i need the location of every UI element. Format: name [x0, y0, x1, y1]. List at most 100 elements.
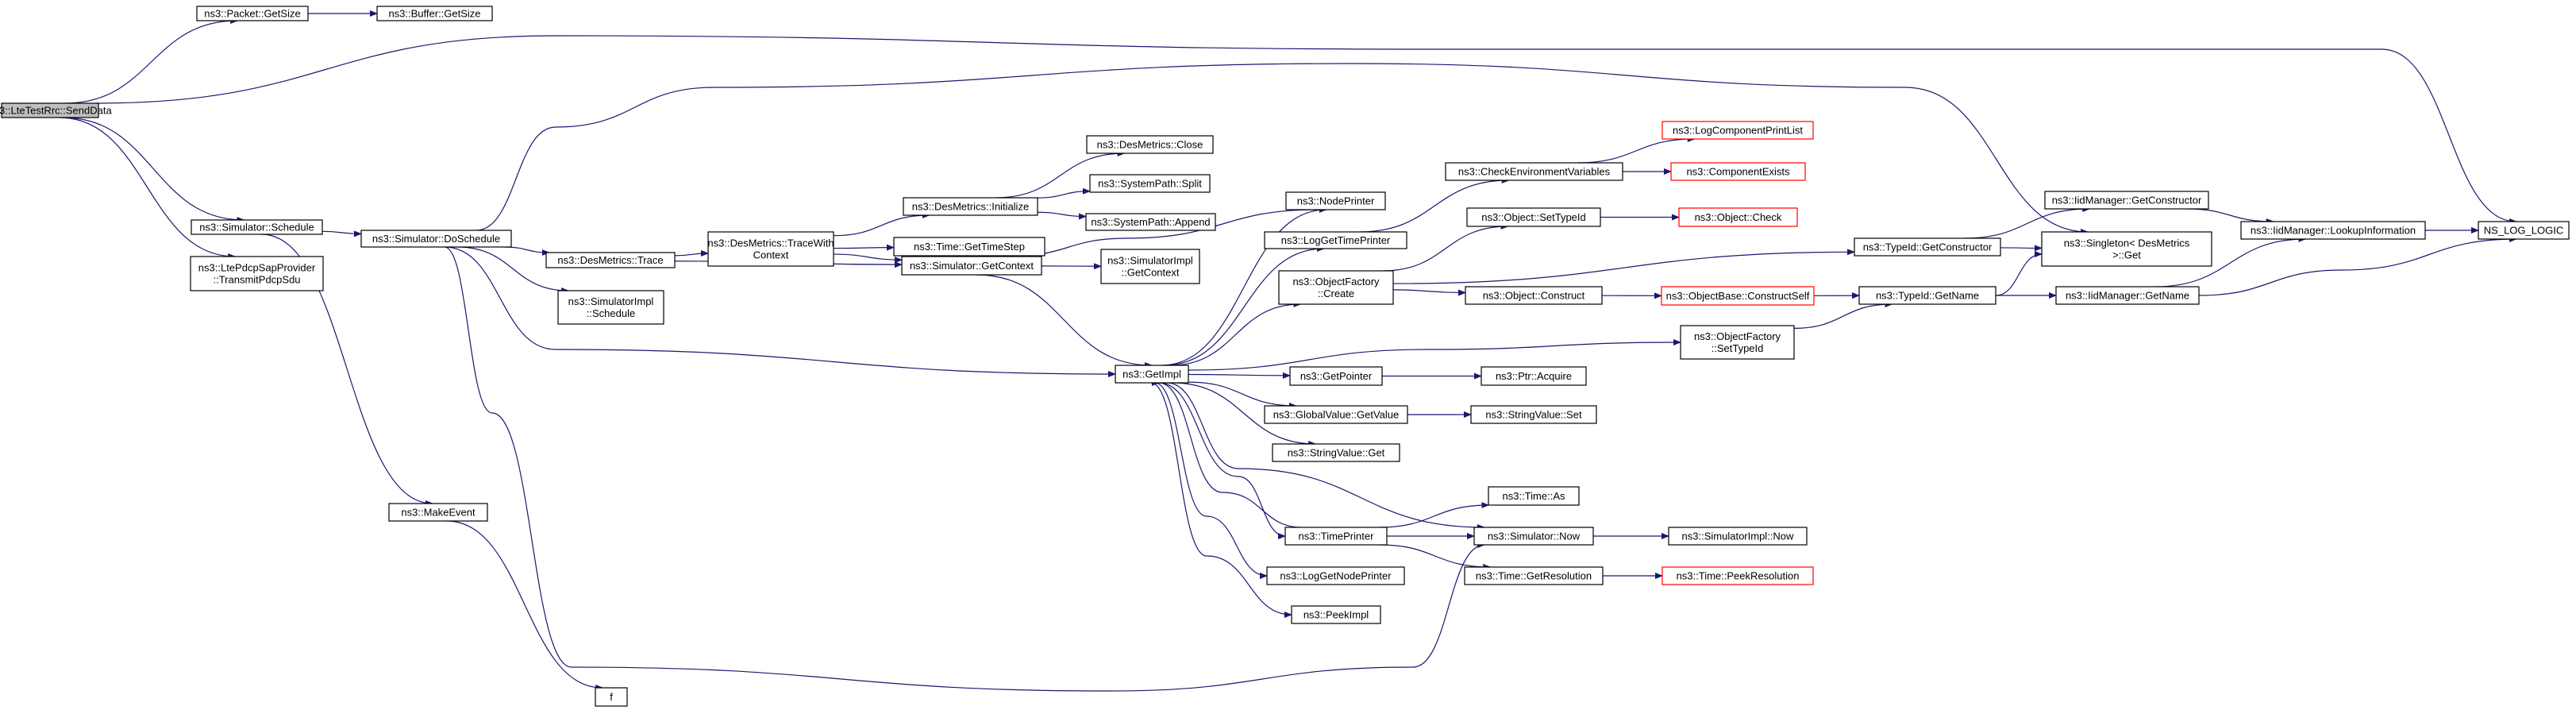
node-peekimpl[interactable]: ns3::PeekImpl: [1291, 605, 1381, 624]
node-box[interactable]: [190, 256, 324, 291]
node-append[interactable]: ns3::SystemPath::Append: [1085, 213, 1216, 231]
node-getresolution[interactable]: ns3::Time::GetResolution: [1464, 566, 1604, 585]
node-iid_lookup[interactable]: ns3::IidManager::LookupInformation: [2240, 221, 2426, 240]
node-box[interactable]: [2478, 221, 2570, 240]
node-box[interactable]: [1285, 191, 1386, 210]
node-sim_schedule[interactable]: ns3::Simulator::Schedule: [191, 219, 323, 235]
node-obj_settypeid[interactable]: ns3::Object::SetTypeId: [1466, 207, 1601, 227]
node-obj_construct[interactable]: ns3::Object::Construct: [1465, 286, 1603, 305]
node-box[interactable]: [1488, 486, 1580, 506]
node-sv_set[interactable]: ns3::StringValue::Set: [1470, 405, 1597, 424]
node-compexists[interactable]: ns3::ComponentExists: [1670, 162, 1806, 181]
node-split[interactable]: ns3::SystemPath::Split: [1089, 174, 1211, 193]
node-box[interactable]: [1481, 366, 1587, 386]
node-box[interactable]: [1272, 443, 1400, 462]
node-sv_get[interactable]: ns3::StringValue::Get: [1272, 443, 1400, 462]
node-gv_getvalue[interactable]: ns3::GlobalValue::GetValue: [1264, 405, 1408, 424]
node-box[interactable]: [1445, 162, 1623, 181]
node-box[interactable]: [376, 6, 493, 21]
node-box[interactable]: [1115, 365, 1189, 384]
node-objfactory_create[interactable]: ns3::ObjectFactory::Create: [1278, 270, 1394, 305]
node-des_init[interactable]: ns3::DesMetrics::Initialize: [903, 197, 1038, 216]
node-nodeprinter[interactable]: ns3::NodePrinter: [1285, 191, 1386, 210]
node-makeevent[interactable]: ns3::MakeEvent: [388, 503, 488, 522]
node-box[interactable]: [191, 219, 323, 235]
node-logtimeprinter[interactable]: ns3::LogGetTimePrinter: [1264, 231, 1407, 249]
node-getpointer[interactable]: ns3::GetPointer: [1289, 366, 1383, 386]
node-nslog[interactable]: NS_LOG_LOGIC: [2478, 221, 2570, 240]
node-lognodeprinter[interactable]: ns3::LogGetNodePrinter: [1266, 566, 1405, 585]
node-box[interactable]: [1680, 325, 1795, 360]
node-box[interactable]: [1264, 231, 1407, 249]
node-box[interactable]: [1473, 527, 1594, 546]
node-timeprinter[interactable]: ns3::TimePrinter: [1284, 527, 1388, 546]
node-box[interactable]: [707, 231, 834, 267]
node-box[interactable]: [2041, 231, 2212, 267]
node-box[interactable]: [1284, 527, 1388, 546]
node-box[interactable]: [1085, 213, 1216, 231]
node-simimpl_sched[interactable]: ns3::SimulatorImpl::Schedule: [557, 290, 664, 325]
node-box[interactable]: [360, 230, 512, 248]
node-box[interactable]: [388, 503, 488, 522]
node-box[interactable]: [1854, 237, 2001, 257]
node-box[interactable]: [545, 252, 676, 268]
node-constructself[interactable]: ns3::ObjectBase::ConstructSelf: [1661, 286, 1815, 306]
node-box[interactable]: [1661, 286, 1815, 306]
node-simimpl_getctx[interactable]: ns3::SimulatorImpl::GetContext: [1100, 249, 1200, 284]
node-box[interactable]: [557, 290, 664, 325]
node-box[interactable]: [1278, 270, 1394, 305]
node-time_as[interactable]: ns3::Time::As: [1488, 486, 1580, 506]
node-box[interactable]: [901, 256, 1042, 276]
node-box[interactable]: [1466, 207, 1601, 227]
node-iid_getctor[interactable]: ns3::IidManager::GetConstructor: [2044, 191, 2209, 210]
node-peekres[interactable]: ns3::Time::PeekResolution: [1662, 566, 1814, 585]
node-box[interactable]: [1100, 249, 1200, 284]
node-typeid_getname[interactable]: ns3::TypeId::GetName: [1858, 286, 1996, 305]
node-pdcp[interactable]: ns3::LtePdcpSapProvider::TransmitPdcpSdu: [190, 256, 324, 291]
node-pkt_getsize[interactable]: ns3::Packet::GetSize: [196, 6, 309, 21]
node-box[interactable]: [196, 6, 309, 21]
node-box[interactable]: [1662, 566, 1814, 585]
node-ptr_acquire[interactable]: ns3::Ptr::Acquire: [1481, 366, 1587, 386]
node-box[interactable]: [595, 687, 628, 707]
node-box[interactable]: [1668, 527, 1808, 546]
node-box[interactable]: [1289, 366, 1383, 386]
node-box[interactable]: [1858, 286, 1996, 305]
node-box[interactable]: [1086, 135, 1214, 154]
node-obj_check[interactable]: ns3::Object::Check: [1678, 207, 1798, 227]
node-box[interactable]: [1291, 605, 1381, 624]
node-checkenv[interactable]: ns3::CheckEnvironmentVariables: [1445, 162, 1623, 181]
node-box[interactable]: [1470, 405, 1597, 424]
node-box[interactable]: [893, 237, 1045, 257]
node-des_close[interactable]: ns3::DesMetrics::Close: [1086, 135, 1214, 154]
node-f[interactable]: f: [595, 687, 628, 707]
node-box[interactable]: [1670, 162, 1806, 181]
node-buf_getsize[interactable]: ns3::Buffer::GetSize: [376, 6, 493, 21]
node-box[interactable]: [2240, 221, 2426, 240]
node-box[interactable]: [1662, 121, 1814, 140]
node-logcomplist[interactable]: ns3::LogComponentPrintList: [1662, 121, 1814, 140]
node-doschedule[interactable]: ns3::Simulator::DoSchedule: [360, 230, 512, 248]
node-box[interactable]: [1464, 566, 1604, 585]
node-box[interactable]: [1089, 174, 1211, 193]
node-box[interactable]: [903, 197, 1038, 216]
node-box[interactable]: [1264, 405, 1408, 424]
node-box[interactable]: [1, 102, 99, 118]
node-box[interactable]: [2044, 191, 2209, 210]
node-send[interactable]: ns3::LteTestRrc::SendData: [0, 102, 112, 118]
node-box[interactable]: [1465, 286, 1603, 305]
node-simimpl_now[interactable]: ns3::SimulatorImpl::Now: [1668, 527, 1808, 546]
node-gettimestep[interactable]: ns3::Time::GetTimeStep: [893, 237, 1045, 257]
node-sim_now[interactable]: ns3::Simulator::Now: [1473, 527, 1594, 546]
node-box[interactable]: [1266, 566, 1405, 585]
node-box[interactable]: [2055, 286, 2200, 305]
node-objfactory_settypeid[interactable]: ns3::ObjectFactory::SetTypeId: [1680, 325, 1795, 360]
node-iid_getname[interactable]: ns3::IidManager::GetName: [2055, 286, 2200, 305]
node-getimpl[interactable]: ns3::GetImpl: [1115, 365, 1189, 384]
node-getcontext[interactable]: ns3::Simulator::GetContext: [901, 256, 1042, 276]
node-box[interactable]: [1678, 207, 1798, 227]
node-typeid_getctor[interactable]: ns3::TypeId::GetConstructor: [1854, 237, 2001, 257]
node-des_trace[interactable]: ns3::DesMetrics::Trace: [545, 252, 676, 268]
node-singleton[interactable]: ns3::Singleton< DesMetrics >::Get: [2041, 231, 2212, 267]
